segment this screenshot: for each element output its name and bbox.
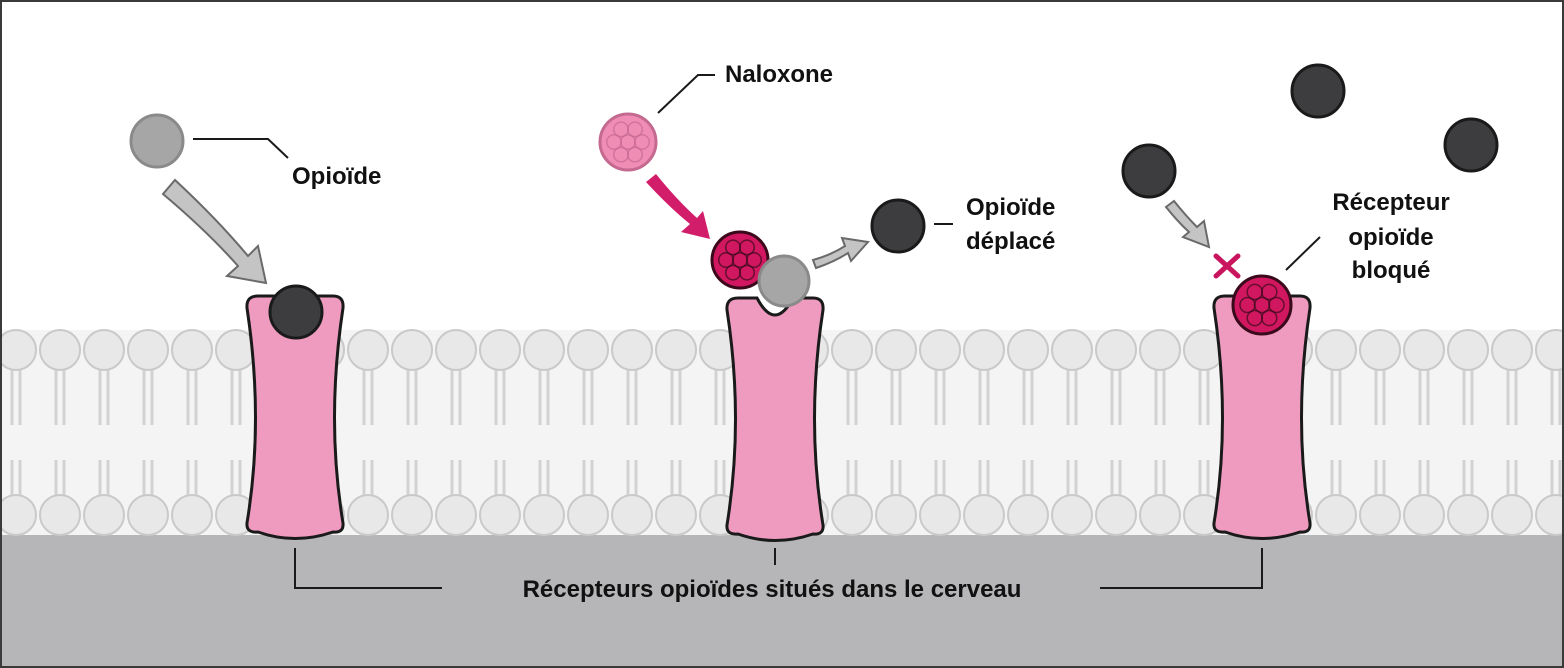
leaving-opioid: [757, 254, 811, 308]
phospholipid: [831, 329, 873, 536]
label-displaced-line2: déplacé: [966, 228, 1055, 255]
label-naloxone: Naloxone: [725, 61, 833, 88]
opioid-molecule-c: [1443, 117, 1499, 173]
displaced-opioid: [870, 198, 926, 254]
opioid-binding-arrow: [161, 178, 268, 285]
phospholipid: [1139, 329, 1181, 536]
blocking-naloxone: [1231, 274, 1293, 336]
phospholipid: [1007, 329, 1049, 536]
leader-naloxone: [657, 74, 715, 114]
phospholipid: [479, 329, 521, 536]
phospholipid: [655, 329, 697, 536]
phospholipid: [1315, 329, 1357, 536]
leader-receptor-1: [294, 548, 442, 589]
label-displaced-line1: Opioïde: [966, 194, 1055, 221]
phospholipid: [347, 329, 389, 536]
blocked-approach-arrow: [1164, 199, 1211, 249]
receptors: [245, 294, 1312, 542]
phospholipid: [127, 329, 169, 536]
displacement-arrow: [811, 236, 870, 270]
phospholipid: [1535, 329, 1564, 536]
opioid-molecule-a: [1121, 143, 1177, 199]
label-blocked-line1: Récepteur: [1332, 189, 1449, 216]
phospholipid: [435, 329, 477, 536]
phospholipid: [963, 329, 1005, 536]
leader-blocked: [1285, 236, 1321, 271]
label-blocked-line2: opioïde: [1348, 224, 1433, 251]
phospholipid: [83, 329, 125, 536]
phospholipid: [1095, 329, 1137, 536]
label-receptors-caption: Récepteurs opioïdes situés dans le cerve…: [523, 576, 1022, 603]
x-icon: [1213, 253, 1241, 279]
phospholipid: [1359, 329, 1401, 536]
leader-lines: [193, 74, 1321, 589]
phospholipid: [171, 329, 213, 536]
receptor-2: [725, 296, 825, 542]
phospholipid: [0, 329, 37, 536]
naloxone-molecule: [598, 112, 658, 172]
brain-region: [0, 535, 1564, 668]
phospholipid: [611, 329, 653, 536]
binding-naloxone: [710, 230, 770, 290]
phospholipid: [1491, 329, 1533, 536]
phospholipid: [875, 329, 917, 536]
phospholipid: [1403, 329, 1445, 536]
opioid-molecule: [129, 113, 185, 169]
label-blocked-line3: bloqué: [1352, 257, 1431, 284]
phospholipid: [523, 329, 565, 536]
phospholipid: [919, 329, 961, 536]
phospholipid: [1051, 329, 1093, 536]
bound-opioid: [268, 284, 324, 340]
leader-opioid: [193, 138, 289, 159]
receptor-1: [245, 294, 345, 540]
naloxone-arrow-icon: [646, 174, 710, 239]
leader-receptor-3: [1100, 548, 1263, 589]
phospholipid-bilayer: [0, 329, 1564, 536]
phospholipid: [567, 329, 609, 536]
label-opioid: Opioïde: [292, 163, 381, 190]
phospholipid: [39, 329, 81, 536]
opioid-molecule-b: [1290, 63, 1346, 119]
receptor-3: [1212, 294, 1312, 540]
phospholipid: [1447, 329, 1489, 536]
phospholipid: [391, 329, 433, 536]
